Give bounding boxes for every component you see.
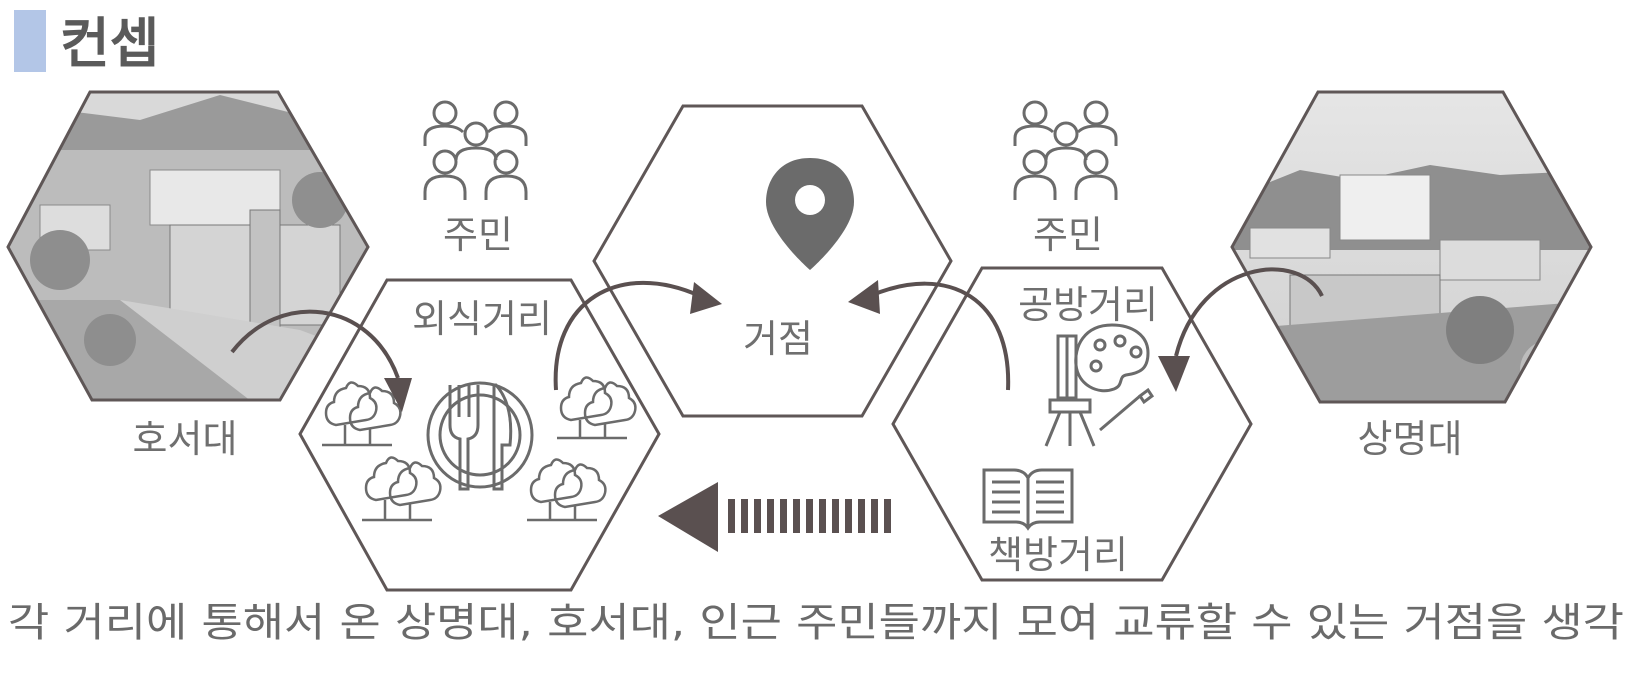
- hub-label: 거점: [743, 317, 813, 361]
- hoseo-photo-hexagon: [6, 90, 370, 402]
- tree-icon: [527, 458, 607, 522]
- bookstore-street-label: 책방거리: [988, 533, 1128, 577]
- hub-hexagon: [592, 104, 953, 418]
- arrow-sangmyung-to-workshop: [1158, 267, 1324, 392]
- sangmyung-photo-hexagon: [1230, 90, 1593, 404]
- fork-knife-plate-icon: [426, 381, 534, 491]
- arrow-hoseo-to-dining: [230, 309, 412, 412]
- map-pin-icon: [766, 158, 854, 270]
- page-title: 컨셉: [60, 12, 159, 75]
- arrow-workshop-to-hub: [848, 280, 1011, 391]
- residents-left-label: 주민: [443, 213, 513, 257]
- tree-icon: [557, 376, 637, 440]
- tree-icon: [362, 456, 442, 522]
- people-group-icon: [1013, 100, 1118, 200]
- open-book-icon: [982, 468, 1074, 531]
- sangmyung-label: 상명대: [1358, 417, 1463, 461]
- dining-street-hexagon: [298, 278, 661, 592]
- easel-palette-icon: [1044, 323, 1155, 447]
- tree-icon: [322, 381, 402, 447]
- hoseo-label: 호서대: [133, 417, 238, 461]
- arrow-dining-to-hub: [553, 280, 722, 391]
- workshop-street-label: 공방거리: [1018, 283, 1158, 327]
- people-group-icon: [423, 100, 528, 200]
- residents-right-label: 주민: [1033, 213, 1103, 257]
- striped-arrow-to-dining: [658, 482, 891, 552]
- workshop-street-hexagon: [891, 266, 1253, 582]
- dining-street-label: 외식거리: [412, 297, 552, 341]
- footer-caption: 각 거리에 통해서 온 상명대, 호서대, 인근 주민들까지 모여 교류할 수 …: [8, 600, 1624, 646]
- title-accent-bar: [14, 10, 46, 72]
